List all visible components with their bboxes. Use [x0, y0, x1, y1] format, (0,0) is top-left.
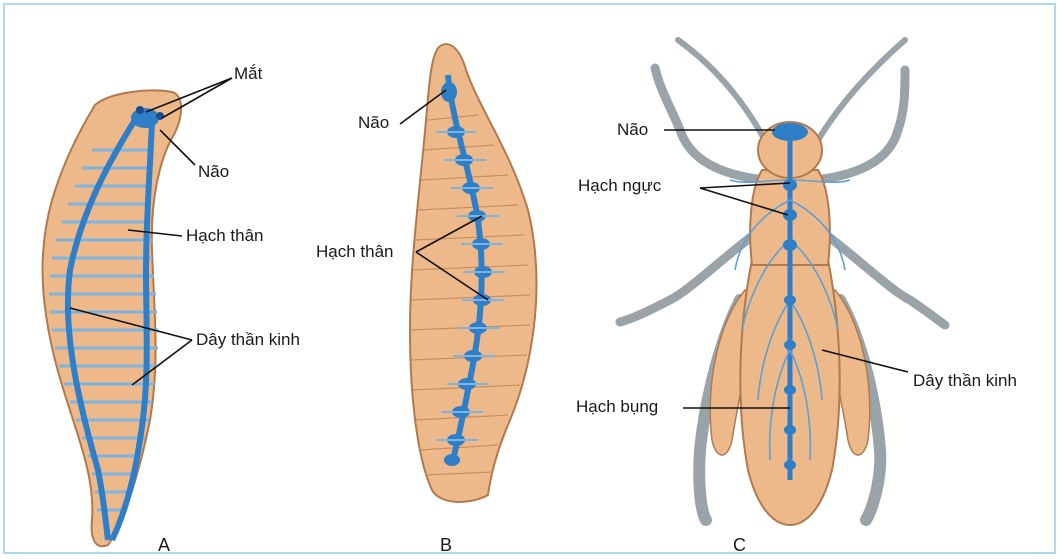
panel-a-label-nerve-cord: Dây thần kinh	[196, 330, 300, 350]
organism-c-antenna-right	[812, 40, 905, 150]
panel-c-label-nerve-cord: Dây thần kinh	[913, 371, 1017, 391]
panel-a-label-eyes: Mắt	[234, 64, 262, 84]
panel-c-label-abdominal-ganglia: Hạch bụng	[576, 397, 658, 417]
organism-c-brain	[772, 123, 808, 141]
panel-c-label-brain: Não	[617, 120, 648, 140]
organism-c-antenna-left	[678, 40, 770, 150]
organism-a-brain	[131, 108, 159, 128]
organism-b-body	[410, 44, 536, 502]
organism-c	[620, 40, 945, 525]
panel-b-label-body-ganglia: Hạch thân	[316, 242, 394, 262]
organism-c-leg-front-left	[655, 68, 765, 180]
panel-b-caption: B	[440, 535, 452, 555]
organism-a-eye-right	[156, 112, 164, 120]
panel-a-label-body-ganglia: Hạch thân	[186, 226, 264, 246]
panel-b-label-brain: Não	[358, 113, 389, 133]
panel-a-label-brain: Não	[198, 162, 229, 182]
organism-a-eye-left	[136, 106, 144, 114]
panel-a-caption: A	[158, 535, 170, 555]
panel-c-caption: C	[733, 535, 746, 555]
organism-b	[410, 44, 536, 502]
panel-c-label-thoracic-ganglia: Hạch ngực	[578, 176, 661, 196]
